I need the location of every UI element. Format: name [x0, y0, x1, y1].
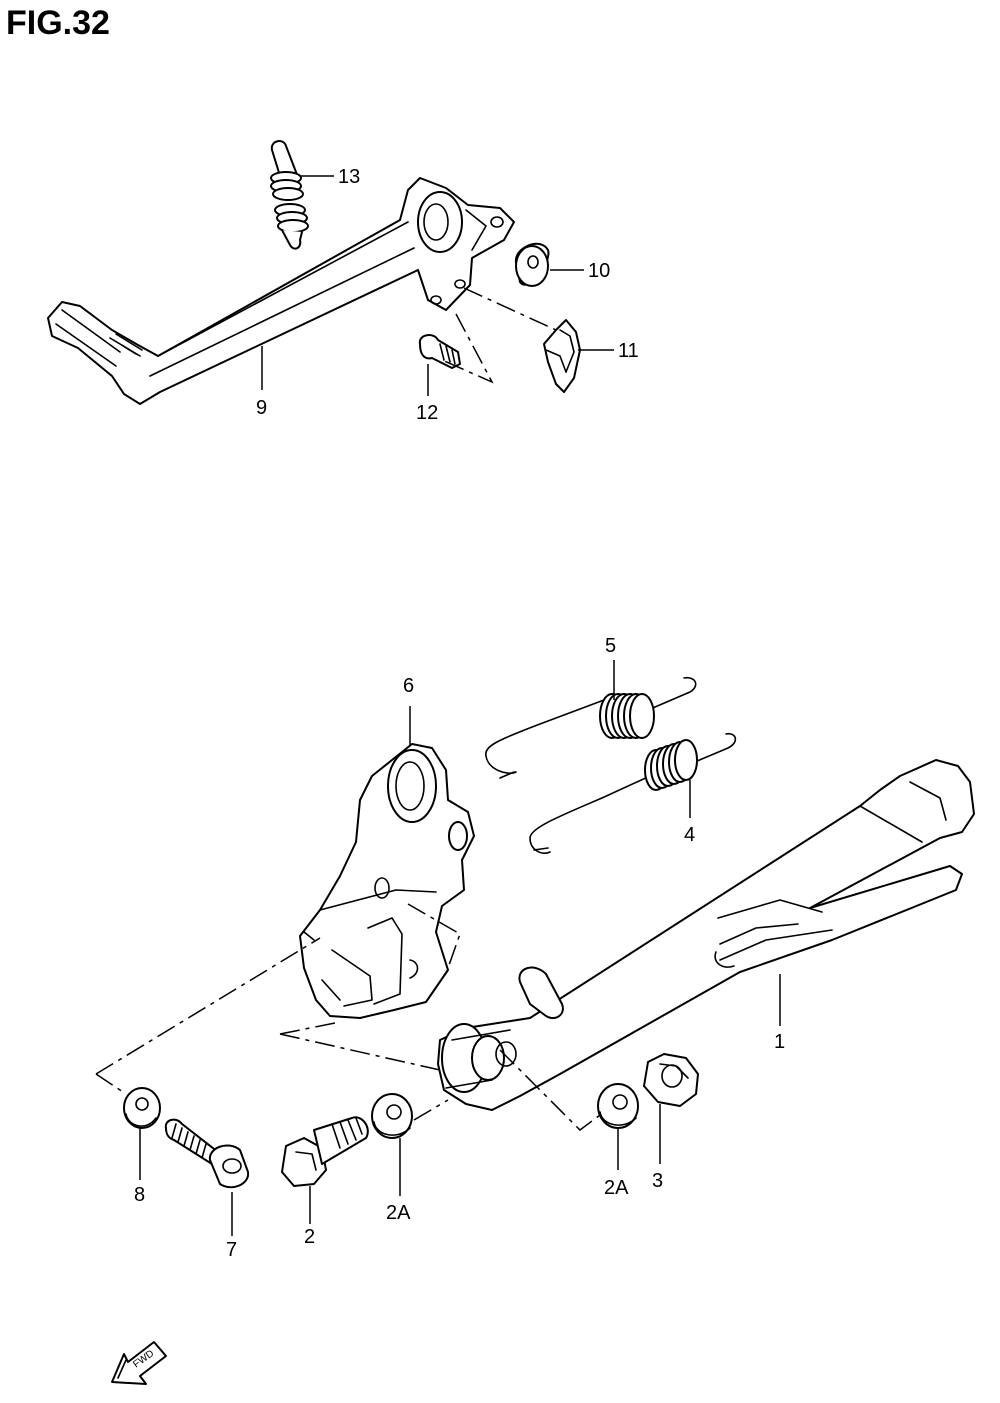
callout-9: 9 — [256, 397, 267, 419]
forward-arrow-icon: FWD — [111, 1341, 167, 1385]
callout-11: 11 — [618, 340, 639, 362]
spring-part-5[interactable] — [485, 676, 697, 779]
callout-4: 4 — [684, 824, 695, 846]
clip-part-11[interactable] — [543, 319, 581, 393]
spring-part-4[interactable] — [529, 732, 737, 854]
bolt-part-12[interactable] — [418, 334, 461, 369]
pivot-bolt-part-2[interactable] — [281, 1116, 369, 1187]
callout-2a-left: 2A — [386, 1202, 411, 1224]
callout-8: 8 — [134, 1184, 145, 1206]
nut-part-3[interactable] — [643, 1053, 699, 1107]
callout-2: 2 — [304, 1226, 315, 1248]
callout-5: 5 — [605, 635, 616, 657]
bolt-part-7[interactable] — [164, 1118, 250, 1189]
washer-part-10[interactable] — [514, 242, 550, 287]
callout-1: 1 — [774, 1031, 785, 1053]
figure-title: FIG.32 — [6, 4, 110, 42]
brake-pedal-part-9[interactable] — [47, 177, 515, 405]
callout-12: 12 — [416, 402, 438, 424]
washer-part-2a-left[interactable] — [371, 1093, 413, 1139]
side-stand-part-1[interactable] — [437, 759, 975, 1111]
bracket-part-6[interactable] — [299, 743, 475, 1019]
callout-10: 10 — [588, 260, 610, 282]
callout-2a-right: 2A — [604, 1177, 629, 1199]
washer-part-2a-right[interactable] — [597, 1083, 639, 1129]
callout-13: 13 — [338, 166, 360, 188]
spring-part-13[interactable] — [270, 140, 309, 250]
callout-7: 7 — [226, 1239, 237, 1261]
washer-part-8[interactable] — [123, 1087, 161, 1129]
callout-3: 3 — [652, 1170, 663, 1192]
callout-6: 6 — [403, 675, 414, 697]
